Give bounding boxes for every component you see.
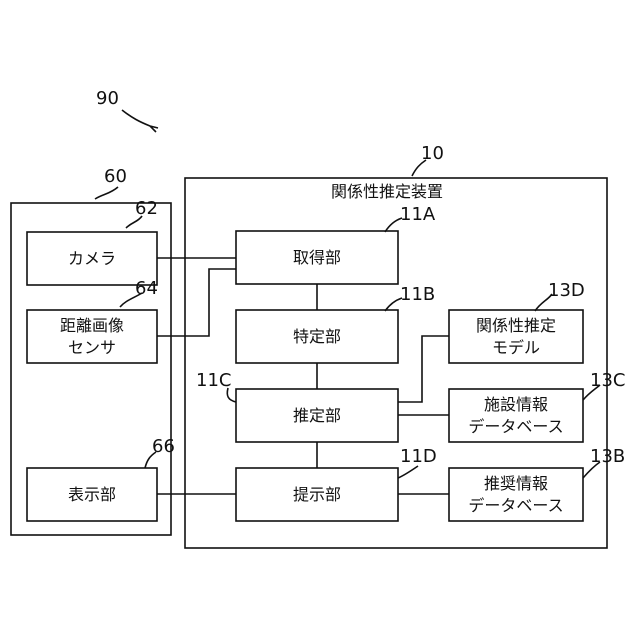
acquisition-ref-label: 11A — [400, 204, 435, 226]
camera-ref-label: 62 — [135, 198, 158, 220]
recommend-db-ref-label: 13B — [590, 446, 625, 468]
presentation-label: 提示部 — [236, 468, 398, 521]
distance-sensor-line2: センサ — [68, 337, 116, 359]
model-line2: モデル — [492, 337, 540, 359]
camera-label: カメラ — [27, 232, 157, 285]
identification-label: 特定部 — [236, 310, 398, 363]
figure-ref-label: 90 — [96, 88, 119, 110]
figure-arrow — [122, 110, 150, 126]
device-ref-label: 10 — [421, 143, 444, 165]
acquisition-label: 取得部 — [236, 231, 398, 284]
distance-sensor-line1: 距離画像 — [60, 315, 124, 337]
recommend-db-label: 推奨情報 データベース — [449, 468, 583, 521]
display-label: 表示部 — [27, 468, 157, 521]
estimation-to-model — [398, 336, 449, 402]
presentation-ref-label: 11D — [400, 446, 437, 468]
distance-sensor-label: 距離画像 センサ — [27, 310, 157, 363]
display-ref-label: 66 — [152, 436, 175, 458]
leader-60 — [95, 187, 118, 199]
recommend-db-line1: 推奨情報 — [484, 473, 548, 495]
device-title: 関係性推定装置 — [331, 182, 443, 201]
sensor-to-acquisition — [157, 269, 236, 336]
facility-db-line1: 施設情報 — [484, 394, 548, 416]
model-label: 関係性推定 モデル — [449, 310, 583, 363]
estimation-label: 推定部 — [236, 389, 398, 442]
system-ref-label: 60 — [104, 166, 127, 188]
model-line1: 関係性推定 — [476, 315, 556, 337]
model-ref-label: 13D — [548, 280, 585, 302]
identification-ref-label: 11B — [400, 284, 435, 306]
facility-db-line2: データベース — [468, 416, 563, 438]
figure-arrowhead — [150, 126, 158, 132]
estimation-ref-label: 11C — [196, 370, 231, 392]
recommend-db-line2: データベース — [468, 495, 563, 517]
leader-11d — [398, 466, 418, 478]
facility-db-label: 施設情報 データベース — [449, 389, 583, 442]
facility-db-ref-label: 13C — [590, 370, 625, 392]
